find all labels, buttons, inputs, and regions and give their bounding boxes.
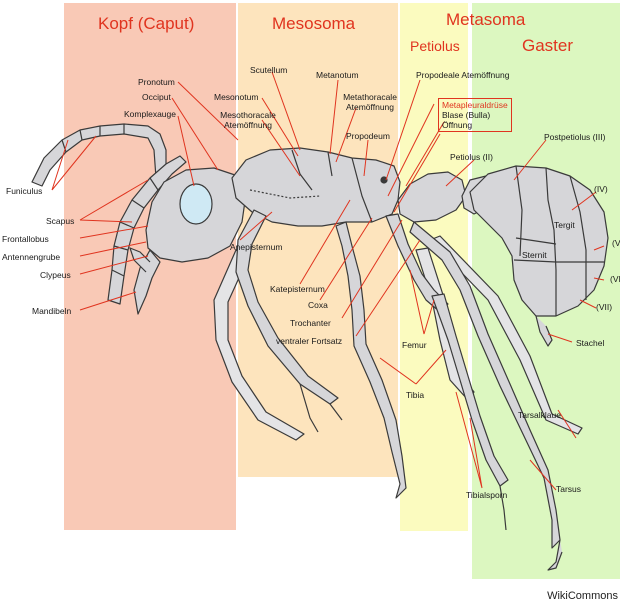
- label-clypeus: Clypeus: [40, 270, 71, 280]
- label-frontallobus: Frontallobus: [2, 234, 49, 244]
- compound-eye: [180, 184, 212, 224]
- label-metathoracale: Metathoracale Atemöffnung: [334, 92, 406, 112]
- region-title-mesosoma: Mesosoma: [272, 14, 355, 34]
- region-title-head: Kopf (Caput): [98, 14, 194, 34]
- label-tarsalklaue: Tarsalklaue: [518, 410, 561, 420]
- label-vi: (VI: [610, 274, 620, 284]
- label-petiolus-ii: Petiolus (II): [450, 152, 493, 162]
- label-metapleuraldruese: Metapleuraldrüse: [442, 100, 508, 110]
- label-katepisternum: Katepisternum: [270, 284, 325, 294]
- label-tibialsporn: Tibialsporn: [466, 490, 507, 500]
- label-occiput: Occiput: [142, 92, 171, 102]
- label-metathoracale-line2: Atemöffnung: [334, 102, 406, 112]
- label-komplexauge: Komplexauge: [124, 109, 176, 119]
- label-stachel: Stachel: [576, 338, 604, 348]
- label-mesothoracale: Mesothoracale Atemöffnung: [214, 110, 282, 130]
- region-title-metasoma: Metasoma: [446, 10, 525, 30]
- label-mesothoracale-line1: Mesothoracale: [214, 110, 282, 120]
- label-antennengrube: Antennengrube: [2, 252, 60, 262]
- label-metapleural-group: Metapleuraldrüse Blase (Bulla) Öffnung: [438, 98, 512, 132]
- label-blase: Blase (Bulla): [442, 110, 508, 120]
- label-tergit: Tergit: [554, 220, 575, 230]
- label-metanotum: Metanotum: [316, 70, 359, 80]
- label-metathoracale-line1: Metathoracale: [334, 92, 406, 102]
- image-credit: WikiCommons: [547, 590, 618, 602]
- label-postpetiolus: Postpetiolus (III): [544, 132, 605, 142]
- label-oeffnung: Öffnung: [442, 120, 508, 130]
- label-propodeum: Propodeum: [346, 131, 390, 141]
- label-mesonotum: Mesonotum: [214, 92, 258, 102]
- label-v: (V: [612, 238, 620, 248]
- label-vii: (VII): [596, 302, 612, 312]
- label-anepisternum: Anepisternum: [230, 242, 282, 252]
- region-title-petiolus: Petiolus: [410, 38, 460, 54]
- label-ventraler-fortsatz: ventraler Fortsatz: [276, 336, 342, 346]
- label-pronotum: Pronotum: [138, 77, 175, 87]
- region-title-gaster: Gaster: [522, 36, 573, 56]
- label-funiculus: Funiculus: [6, 186, 42, 196]
- label-femur: Femur: [402, 340, 427, 350]
- label-iv: (IV): [594, 184, 608, 194]
- label-scapus: Scapus: [46, 216, 74, 226]
- label-sternit: Sternit: [522, 250, 547, 260]
- label-coxa: Coxa: [308, 300, 328, 310]
- label-tibia: Tibia: [406, 390, 424, 400]
- label-mandibeln: Mandibeln: [32, 306, 71, 316]
- label-propodeale-atemoeffnung: Propodeale Atemöffnung: [416, 70, 509, 80]
- label-scutellum: Scutellum: [250, 65, 287, 75]
- label-trochanter: Trochanter: [290, 318, 331, 328]
- label-tarsus: Tarsus: [556, 484, 581, 494]
- label-mesothoracale-line2: Atemöffnung: [214, 120, 282, 130]
